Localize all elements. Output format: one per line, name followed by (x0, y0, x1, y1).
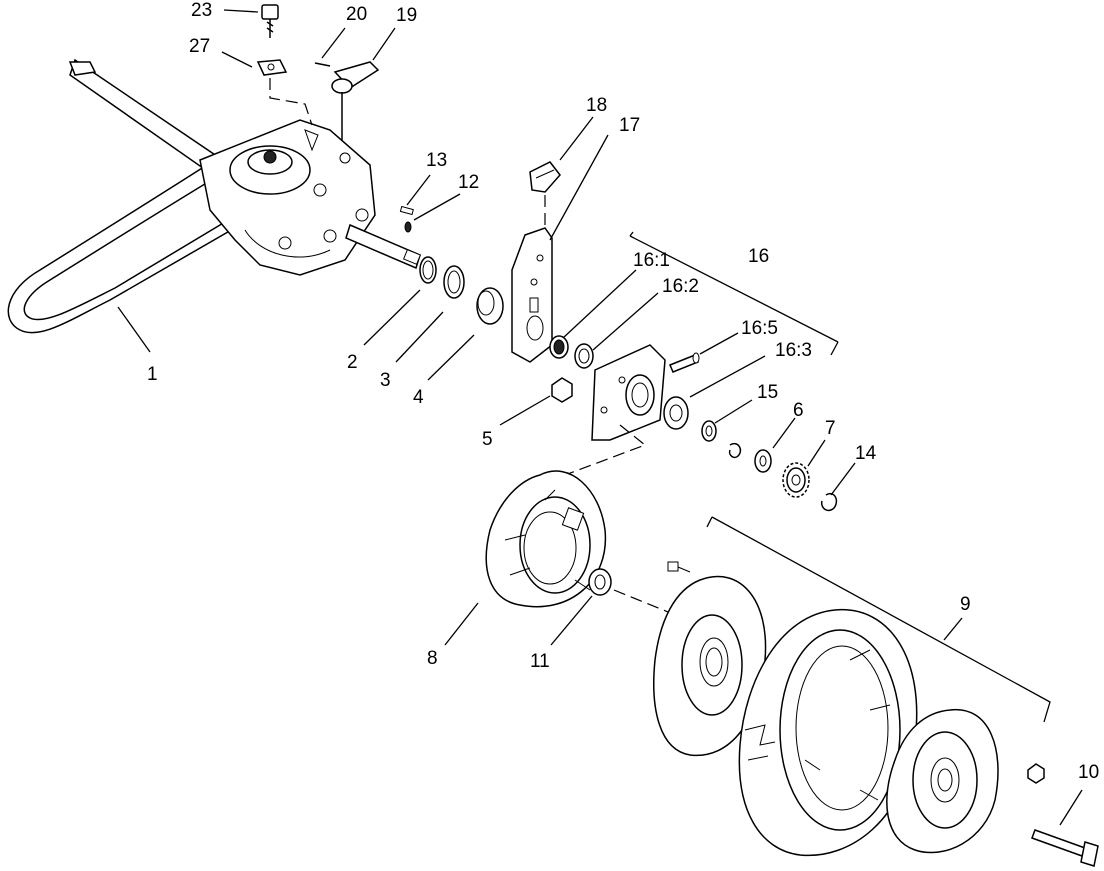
bracket-16-top (629, 235, 839, 343)
leader-16-2 (592, 292, 659, 351)
leader-1 (117, 306, 151, 353)
assembly-path-5 (564, 424, 647, 476)
part-20-pin (314, 62, 331, 67)
part-11-bushing (588, 568, 612, 596)
leader-9 (943, 617, 963, 641)
part-18-cap (529, 161, 561, 193)
callout-14: 14 (855, 443, 877, 464)
callout-16-1: 16:1 (633, 250, 670, 271)
bracket-9-end (706, 516, 713, 528)
callout-2: 2 (347, 352, 358, 373)
callout-1: 1 (147, 364, 158, 385)
part-15-washer (701, 420, 717, 442)
callout-17: 17 (619, 115, 640, 136)
leader-18 (559, 116, 594, 161)
leader-5 (499, 395, 551, 426)
callout-12: 12 (458, 172, 479, 193)
callout-15: 15 (757, 382, 778, 403)
callout-3: 3 (380, 370, 391, 391)
part-9-wheel-inner-hub (653, 575, 767, 757)
leader-10 (1059, 789, 1083, 826)
callout-13: 13 (426, 150, 447, 171)
callout-23: 23 (191, 0, 212, 21)
leader-20 (321, 27, 346, 59)
part-10-axle-bolt (1031, 829, 1099, 867)
leader-12 (413, 193, 461, 221)
leader-16-3 (689, 355, 766, 398)
leader-15 (714, 399, 753, 424)
part-8-wheel-cover (485, 470, 607, 608)
part-9-wheel-outer-hub (886, 709, 999, 854)
leader-8 (444, 602, 479, 646)
leader-7 (807, 439, 826, 467)
part-17-bracket (511, 227, 553, 363)
part-1-drive-rod (7, 58, 246, 334)
callout-16: 16 (748, 246, 769, 267)
leader-17 (549, 134, 609, 241)
clip (728, 443, 742, 459)
part-6-washer (754, 449, 772, 473)
part-16-1-seal (549, 335, 569, 359)
part-2-snap-ring (419, 256, 437, 284)
transmission-housing (199, 119, 376, 276)
part-9-tire (738, 609, 918, 857)
callout-16-5: 16:5 (741, 318, 778, 339)
part-16-3-bearing (663, 396, 689, 430)
callout-5: 5 (482, 429, 493, 450)
part-5-nut (551, 377, 573, 403)
leader-6 (772, 417, 796, 449)
callout-16-2: 16:2 (662, 276, 699, 297)
part-16-2-bushing (574, 343, 594, 369)
leader-16-5 (699, 332, 739, 355)
part-4-bushing (476, 287, 504, 325)
part-12-screw (404, 221, 412, 233)
callout-11: 11 (530, 651, 550, 672)
part-3-washer (443, 265, 465, 299)
bracket-16-end (629, 231, 634, 237)
bracket-16-end2 (830, 341, 839, 356)
leader-4 (427, 334, 475, 381)
part-7-pinion-gear (782, 462, 810, 498)
callout-18: 18 (586, 95, 607, 116)
callout-4: 4 (413, 387, 424, 408)
leader-16-1 (562, 269, 637, 339)
part-13-key (399, 205, 414, 216)
callout-9: 9 (960, 594, 971, 615)
leader-27 (221, 51, 253, 68)
leader-11 (550, 595, 593, 646)
leader-3 (395, 311, 444, 363)
callout-20: 20 (346, 4, 367, 25)
part-14-e-clip (820, 493, 838, 512)
callout-19: 19 (396, 5, 417, 26)
callout-16-3: 16:3 (775, 340, 812, 361)
leader-23 (223, 9, 259, 13)
axle-nut (1027, 763, 1045, 784)
bracket-9 (711, 516, 1051, 723)
assembly-path-23 (269, 78, 313, 126)
leader-14 (830, 462, 856, 496)
callout-8: 8 (427, 648, 438, 669)
leader-19 (372, 27, 396, 61)
callout-27: 27 (189, 36, 210, 57)
part-16-5-stud (669, 352, 700, 373)
leader-2 (363, 289, 421, 346)
part-23-bolt (261, 4, 279, 38)
leader-13 (406, 174, 431, 206)
part-16-gear-housing (591, 344, 666, 441)
callout-6: 6 (793, 400, 804, 421)
callout-7: 7 (825, 418, 836, 439)
callout-10: 10 (1078, 762, 1099, 783)
part-19-lever (331, 61, 380, 140)
axle-shaft (345, 223, 422, 270)
hub-screw (667, 561, 691, 573)
part-27-plate (256, 59, 288, 76)
